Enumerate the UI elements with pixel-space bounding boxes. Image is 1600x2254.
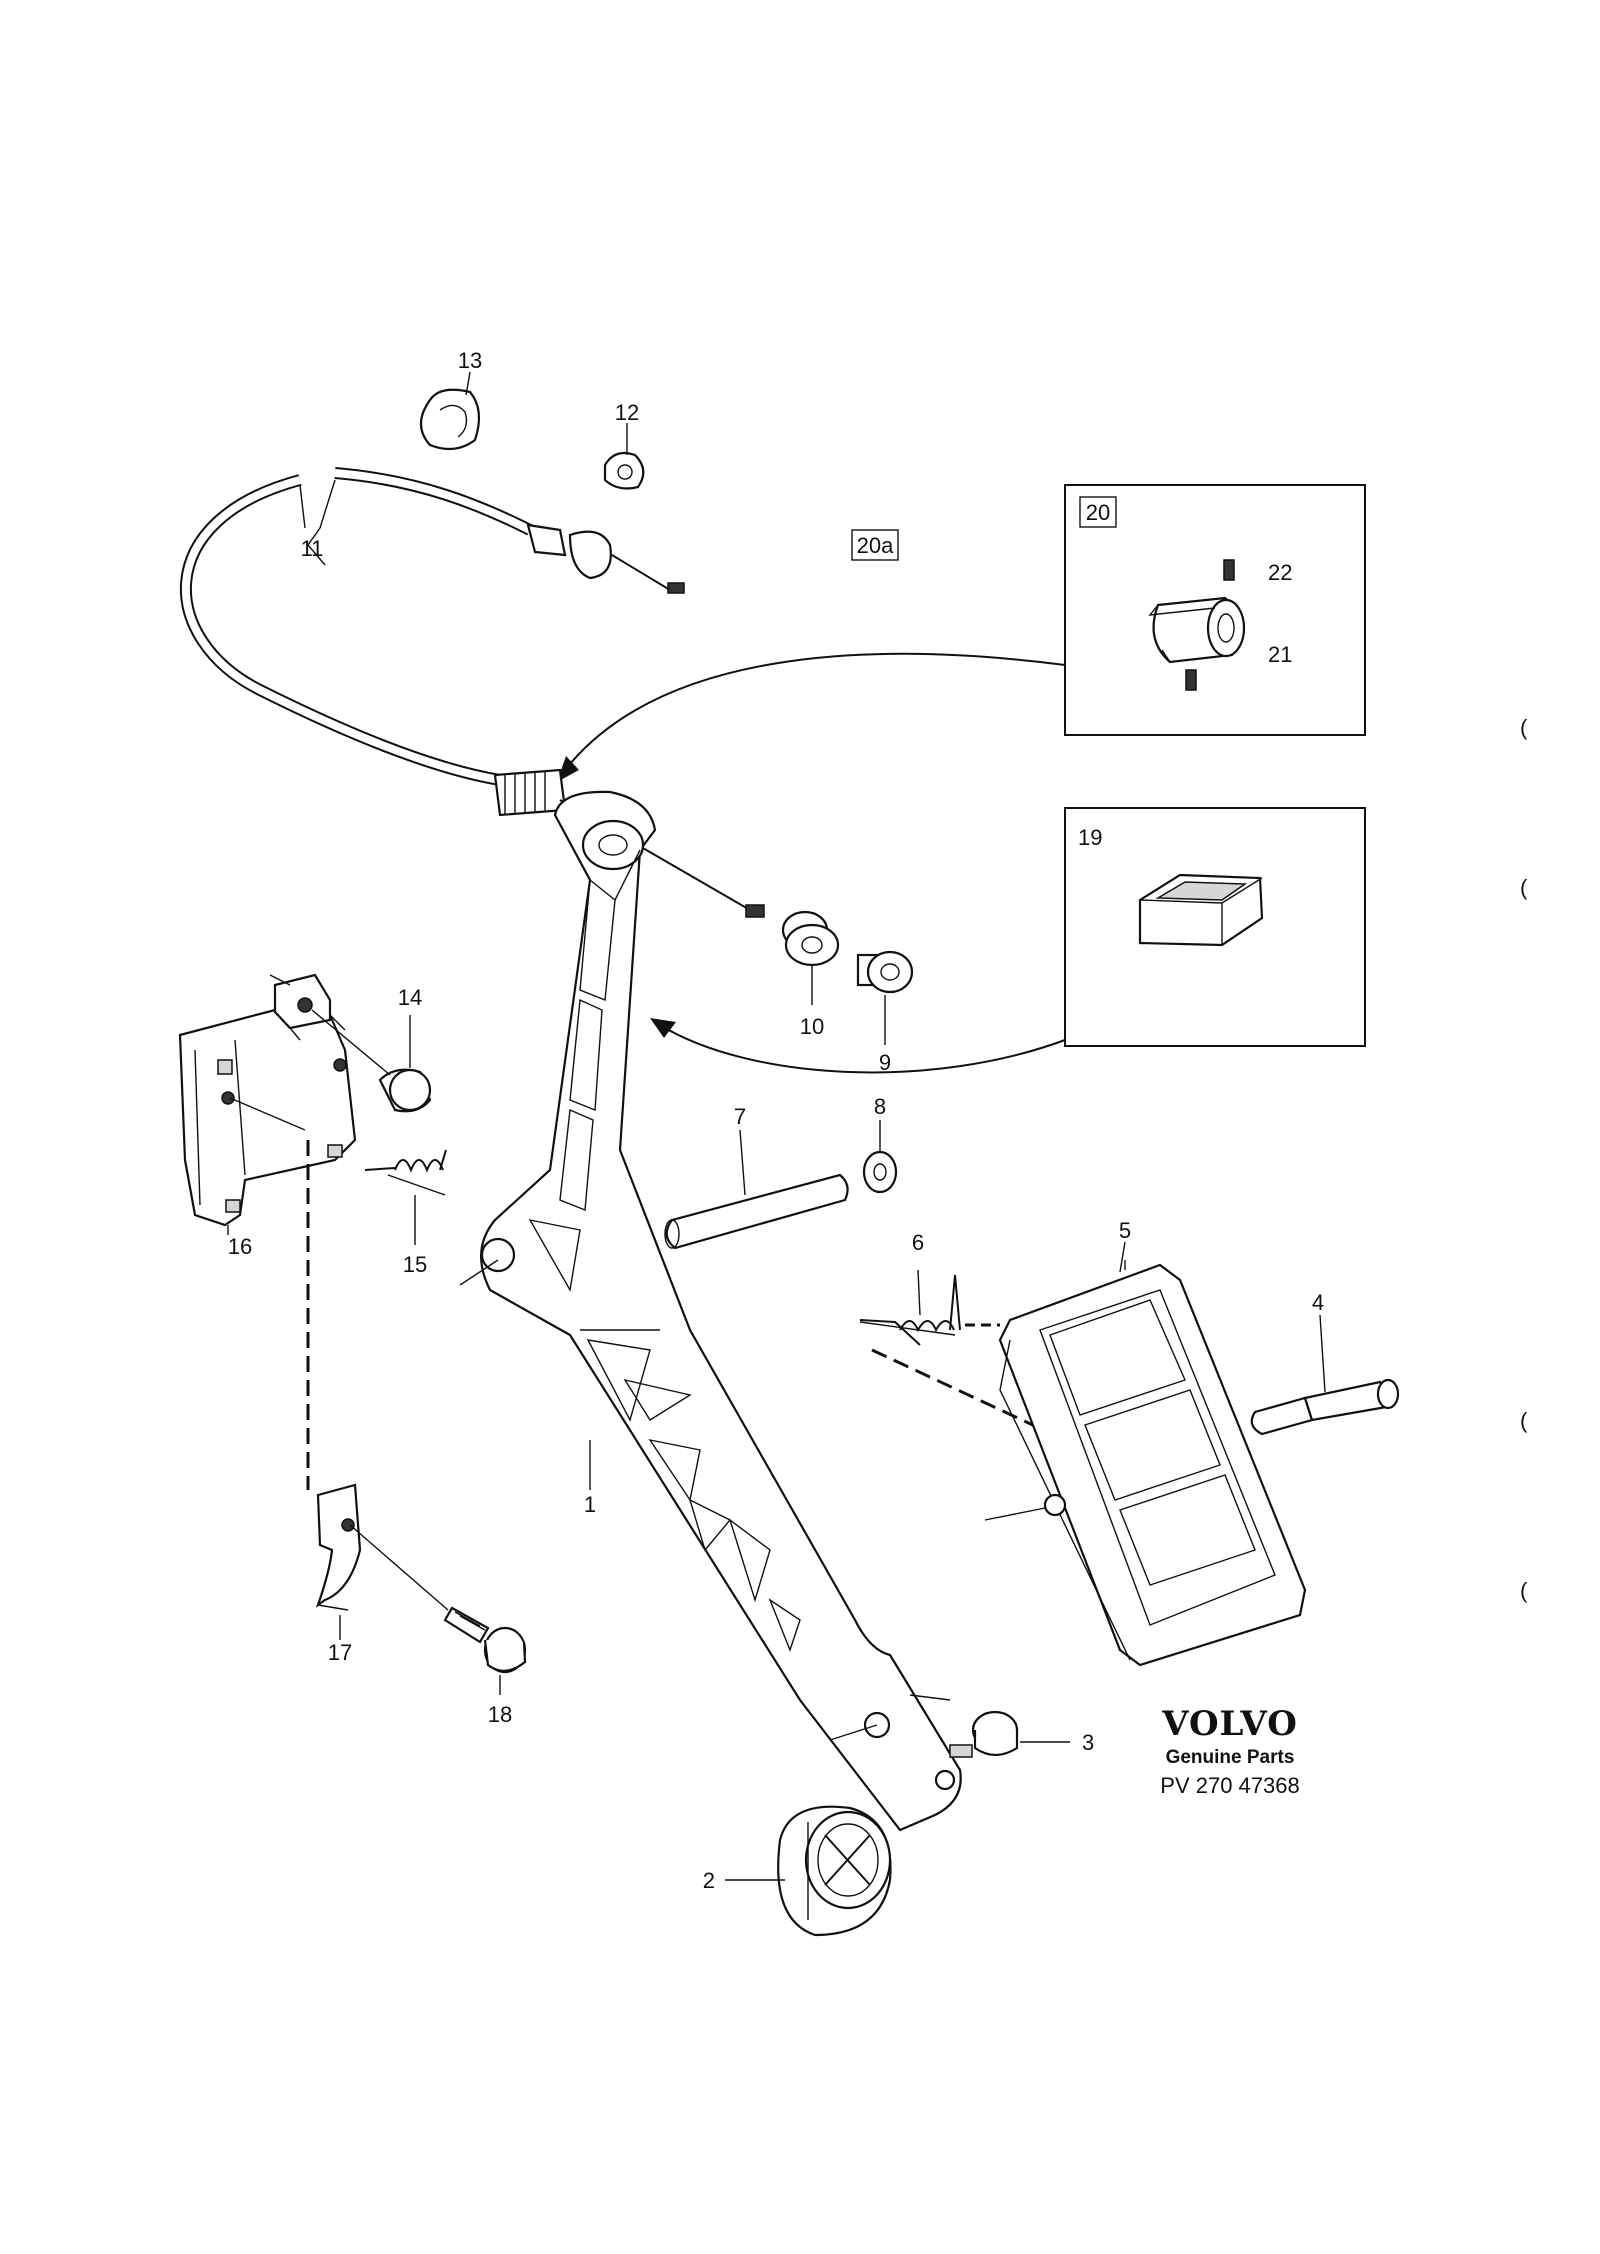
callout-4: 4 [1312,1290,1324,1315]
bolt-18-icon [443,1606,527,1674]
callout-3: 3 [1082,1730,1094,1755]
spring-6-icon [859,1274,961,1346]
reference-number: PV 270 47368 [1160,1773,1299,1798]
washer-8-icon [862,1150,898,1194]
callout-20a: 20a [857,533,894,558]
inset-box-19: 19 [1064,807,1366,1047]
callout-13: 13 [458,348,482,373]
clip-12-icon [603,451,645,490]
callout-19: 19 [1078,825,1102,850]
callout-16: 16 [228,1234,252,1259]
callout-22: 22 [1268,560,1292,585]
brand-subtitle: Genuine Parts [1166,1747,1295,1768]
margin-mark: ( [1520,1578,1528,1603]
nut-14-icon [378,1068,432,1113]
spring-15-icon [364,1149,447,1196]
pin-7-icon [664,1173,849,1250]
callout-12: 12 [615,400,639,425]
pedal-pad-icon [998,1263,1307,1667]
arrow-head-icon [557,756,579,782]
stop-screw-3-icon [949,1710,1019,1758]
bushing-icon [1148,559,1246,691]
bushing-10-icon [781,910,840,967]
leader-11 [307,527,326,566]
arrow-20-to-cable [564,652,1066,771]
bracket-16-icon [178,973,357,1227]
inset-box-20: 20 22 21 [1064,484,1366,736]
clip-17-icon [315,1483,362,1611]
throttle-cable [180,467,765,918]
pin-4-icon [1250,1378,1400,1436]
brand-block: VOLVO Genuine Parts PV 270 47368 [1160,1704,1299,1798]
callout-5: 5 [1119,1218,1131,1243]
callout-21: 21 [1268,642,1292,667]
pad-block-icon [1138,873,1264,947]
margin-marks: ( ( ( ( [1520,715,1528,1603]
callout-2: 2 [703,1868,715,1893]
arrow-19-to-pedal [659,1024,1066,1074]
callout-17: 17 [328,1640,352,1665]
callout-14: 14 [398,985,422,1010]
callout-7: 7 [734,1104,746,1129]
callout-9: 9 [879,1050,891,1075]
callout-10: 10 [800,1014,824,1039]
clamp-13-icon [419,388,481,451]
margin-mark: ( [1520,875,1528,900]
margin-mark: ( [1520,1408,1528,1433]
callout-18: 18 [488,1702,512,1727]
label-20a: 20a [851,529,899,561]
pedal-arm-icon [480,790,962,1832]
bushing-9-icon [856,950,914,994]
callout-1: 1 [584,1492,596,1517]
callout-15: 15 [403,1252,427,1277]
callout-6: 6 [912,1230,924,1255]
brand-logo: VOLVO [1161,1704,1298,1744]
callout-8: 8 [874,1094,886,1119]
margin-mark: ( [1520,715,1528,740]
callout-20: 20 [1086,500,1110,525]
arrow-head-icon [650,1018,676,1038]
callout-11: 11 [301,536,324,561]
buffer-2-icon [777,1805,892,1937]
